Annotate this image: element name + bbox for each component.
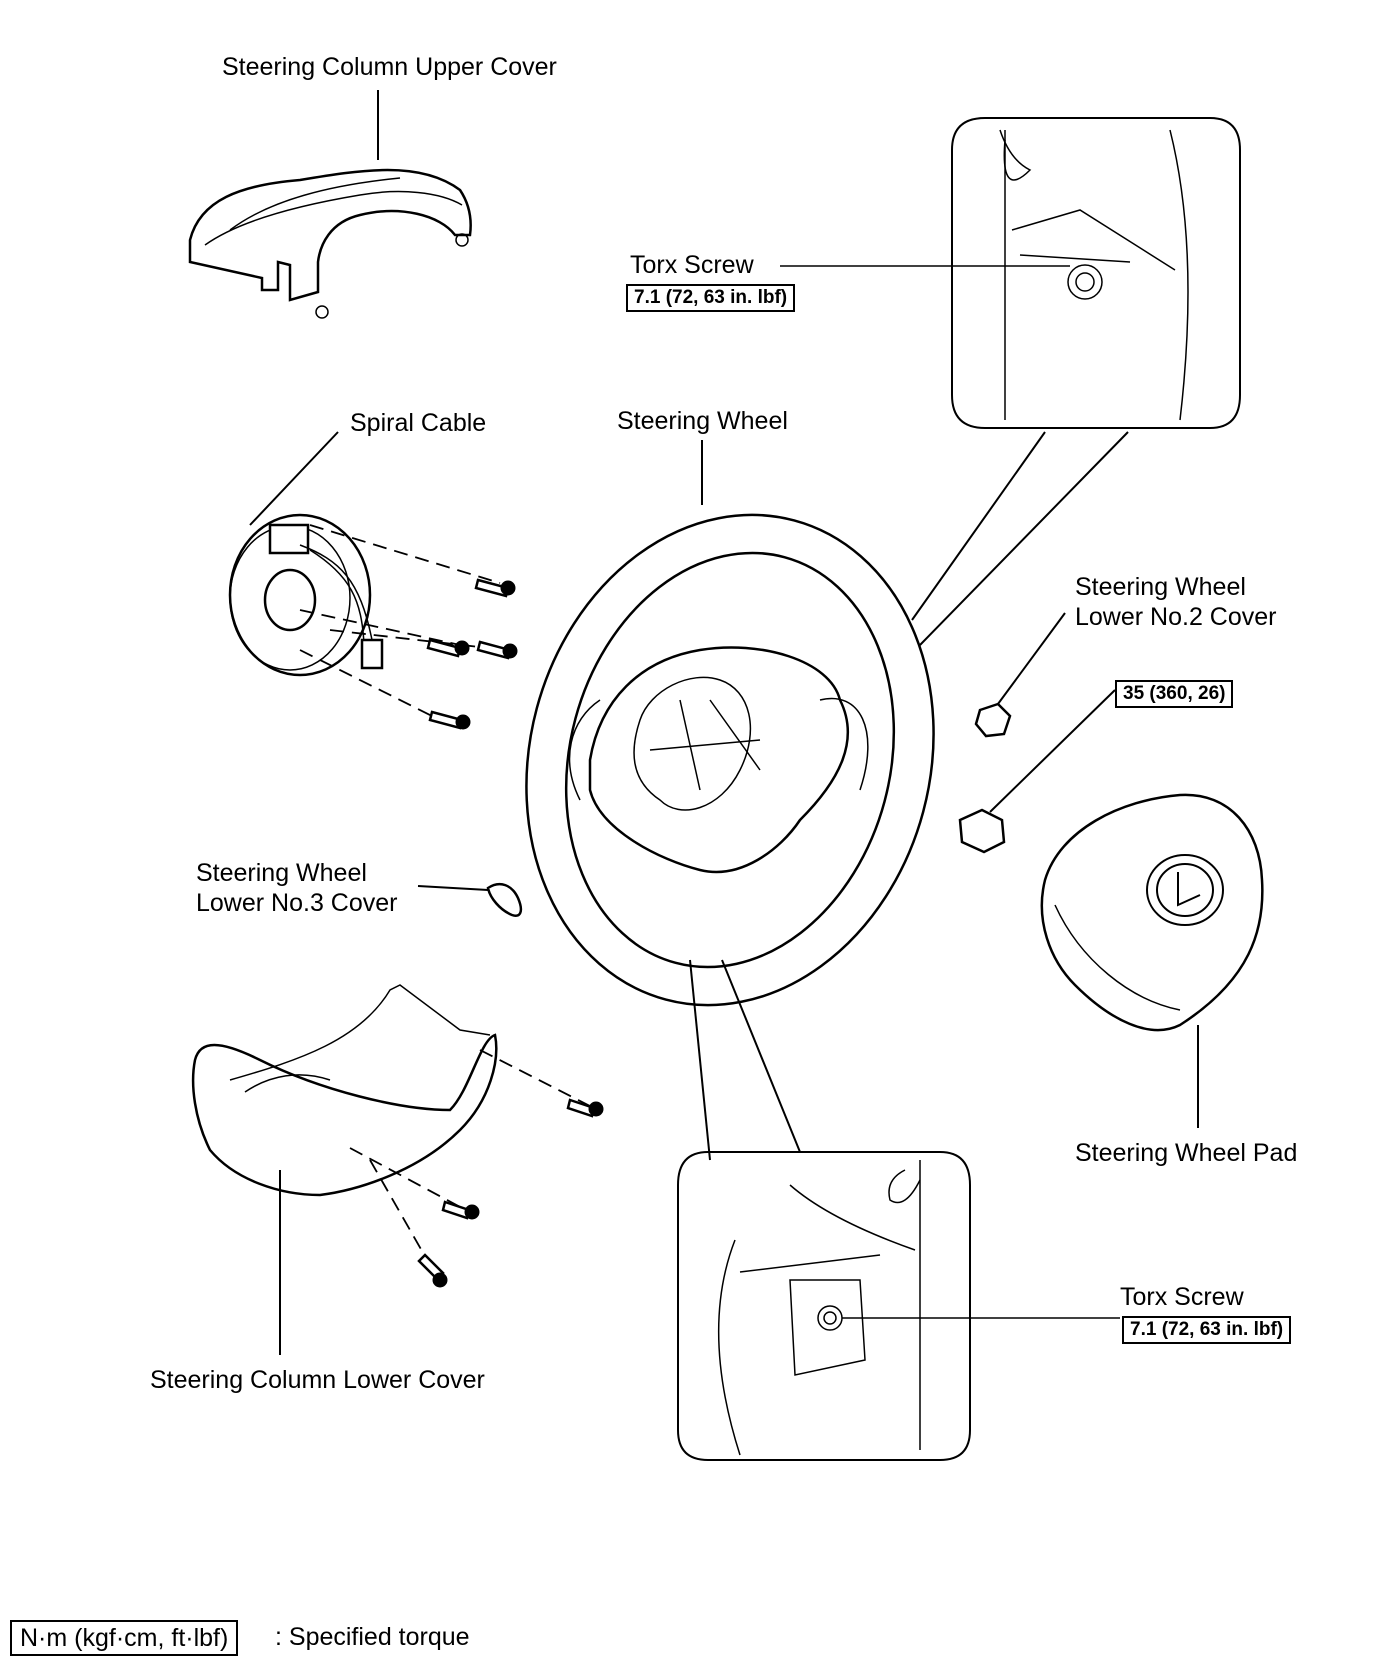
lower-no2-cover-label-line2: Lower No.2 Cover (1075, 603, 1277, 631)
lower-no2-cover-label-line1: Steering Wheel (1075, 573, 1246, 601)
torque-legend-description: : Specified torque (275, 1623, 470, 1651)
spiral-cable-label: Spiral Cable (350, 409, 487, 437)
lower-cover-label: Steering Column Lower Cover (150, 1366, 485, 1394)
torx-screw-top-label: Torx Screw (630, 251, 754, 279)
wheel-pad-label: Steering Wheel Pad (1075, 1139, 1298, 1167)
steering-wheel-part (525, 440, 935, 1161)
zoom-box-top (780, 117, 1241, 646)
spiral-cable-part (228, 431, 518, 730)
torque-spec-top: 7.1 (72, 63 in. lbf) (626, 284, 796, 312)
zoom-box-bottom (677, 1151, 1120, 1461)
torx-screw-bottom-label: Torx Screw (1120, 1283, 1244, 1311)
upper-cover-label: Steering Column Upper Cover (222, 53, 557, 81)
lower-cover-part (191, 984, 604, 1355)
lower-no2-cover-part (958, 612, 1116, 854)
torque-spec-nut: 35 (360, 26) (1115, 680, 1234, 708)
torque-unit-legend-box: N·m (kgf·cm, ft·lbf) (10, 1620, 239, 1656)
torque-spec-bottom: 7.1 (72, 63 in. lbf) (1122, 1316, 1292, 1344)
lower-no3-cover-label-line2: Lower No.3 Cover (196, 889, 398, 917)
lower-no3-cover-label-line1: Steering Wheel (196, 859, 367, 887)
wheel-pad-part (1040, 793, 1264, 1128)
lower-no3-cover-part (417, 882, 523, 917)
steering-wheel-label: Steering Wheel (617, 407, 788, 435)
upper-cover-part (188, 90, 472, 319)
